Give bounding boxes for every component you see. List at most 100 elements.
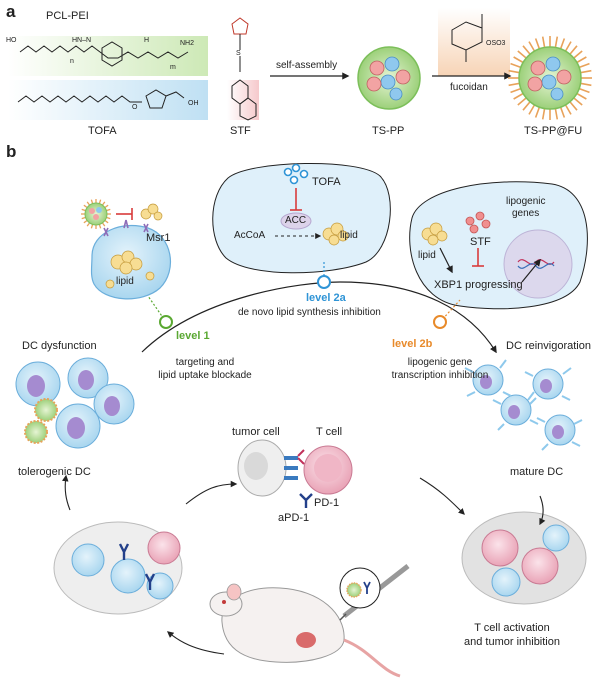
fucoidan-spike bbox=[559, 38, 566, 51]
fucoidan-spike bbox=[517, 96, 528, 106]
pcl-pei-band bbox=[8, 36, 208, 76]
fucoidan-spike bbox=[559, 105, 566, 118]
level2b-description-2: transcription inhibition bbox=[391, 370, 489, 381]
xbp1-label: XBP1 progressing bbox=[434, 279, 523, 291]
level2a-marker bbox=[317, 275, 331, 289]
fucoidan-spike bbox=[541, 36, 546, 49]
fucoidan-band bbox=[438, 8, 510, 76]
lipid-right-label: lipid bbox=[418, 250, 436, 261]
tolerogenic-dc-cluster bbox=[15, 357, 135, 449]
level2b-label: level 2b bbox=[392, 338, 433, 350]
dc-reinvigoration-label: DC reinvigoration bbox=[506, 340, 591, 352]
level-arc bbox=[141, 281, 497, 354]
fucoidan-spike bbox=[513, 56, 525, 64]
chem-h: H bbox=[144, 37, 150, 44]
fucoidan-spike bbox=[522, 100, 532, 111]
level1-nanoparticle bbox=[81, 199, 111, 229]
tumor-cell-label: tumor cell bbox=[232, 426, 280, 438]
fucoidan-spike bbox=[572, 96, 583, 106]
ts-pp-fu-label: TS-PP@FU bbox=[524, 125, 583, 137]
fucoidan-spike bbox=[510, 87, 523, 94]
fucoidan-spike bbox=[513, 92, 525, 100]
fucoidan-spike bbox=[554, 107, 559, 120]
lipid-left-label: lipid bbox=[116, 276, 134, 287]
panel-b-label: b bbox=[6, 142, 17, 161]
chem-oh: OH bbox=[188, 100, 199, 107]
fucoidan-spike bbox=[517, 50, 528, 60]
fucoidan-label: fucoidan bbox=[450, 82, 488, 93]
level2b-marker bbox=[433, 315, 447, 329]
fucoidan-spike bbox=[522, 45, 532, 56]
mature-dc-cluster bbox=[464, 359, 583, 451]
fucoidan-spike bbox=[572, 50, 583, 60]
fucoidan-spike bbox=[579, 69, 592, 74]
chem-n: n bbox=[70, 58, 74, 65]
level2b-description-1: lipogenic gene bbox=[407, 357, 473, 368]
level1-label: level 1 bbox=[176, 330, 210, 342]
fucoidan-spike bbox=[579, 82, 592, 87]
lipogenic-genes-label-1: lipogenic bbox=[506, 196, 546, 207]
t-activation-label-1: T cell activation bbox=[474, 622, 550, 634]
tofa-label: TOFA bbox=[88, 125, 117, 137]
level1-description-2: lipid uptake blockade bbox=[158, 370, 252, 381]
fucoidan-spike bbox=[510, 62, 523, 69]
mouse-illustration bbox=[209, 583, 401, 678]
cycle-arrow-right bbox=[539, 495, 546, 526]
level2a-label: level 2a bbox=[306, 292, 346, 304]
tolerogenic-dc-label: tolerogenic DC bbox=[18, 466, 91, 478]
ts-pp-fu-nanoparticle bbox=[508, 36, 592, 120]
level2a-description: de novo lipid synthesis inhibition bbox=[238, 307, 381, 318]
chem-o: O bbox=[132, 104, 138, 111]
t-activation-label-2: and tumor inhibition bbox=[463, 636, 560, 648]
fucoidan-spike bbox=[534, 38, 541, 51]
tumor-tissue-right bbox=[461, 511, 587, 605]
stf-structure bbox=[231, 17, 249, 35]
fucoidan-spike bbox=[534, 105, 541, 118]
fucoidan-spike bbox=[564, 41, 572, 53]
tofa-structure bbox=[17, 95, 142, 103]
chem-oso3: OSO3 bbox=[486, 40, 506, 47]
level1-dc-cell bbox=[90, 219, 172, 300]
fucoidan-spike bbox=[508, 69, 521, 74]
fucoidan-spike bbox=[554, 36, 559, 49]
fucoidan-spike bbox=[568, 45, 578, 56]
chem-s: S bbox=[236, 50, 241, 57]
pcl-pei-label: PCL-PEI bbox=[46, 10, 89, 22]
tumor-t-cell-interaction bbox=[237, 439, 353, 508]
self-assembly-label: self-assembly bbox=[276, 60, 338, 71]
lipid-top-label: lipid bbox=[340, 230, 358, 241]
chem-nh2: NH2 bbox=[180, 40, 195, 47]
tumor-tissue-left bbox=[53, 521, 183, 615]
fucoidan-spike bbox=[508, 82, 521, 87]
stf-label: STF bbox=[230, 125, 251, 137]
chem-m: m bbox=[170, 64, 176, 71]
fucoidan-spike bbox=[541, 107, 546, 120]
fucoidan-spike bbox=[528, 41, 536, 53]
mature-dc-label: mature DC bbox=[510, 466, 564, 478]
fucoidan-spike bbox=[577, 87, 590, 94]
cycle-arrow-right-top bbox=[419, 477, 465, 515]
cycle-arrow-bottom bbox=[166, 631, 225, 655]
ts-pp-label: TS-PP bbox=[372, 125, 405, 137]
lipogenic-genes-label-2: genes bbox=[512, 208, 540, 219]
fucoidan-spike bbox=[577, 62, 590, 69]
ts-pp-nanoparticle bbox=[357, 46, 421, 110]
acc-label: ACC bbox=[285, 215, 307, 226]
chem-ho: HO bbox=[6, 37, 17, 44]
tofa-inner-label: TOFA bbox=[312, 176, 341, 188]
level1-description-1: targeting and bbox=[175, 357, 235, 368]
fucoidan-spike bbox=[575, 92, 587, 100]
t-cell-label: T cell bbox=[316, 426, 343, 438]
fucoidan-spike bbox=[564, 103, 572, 115]
fucoidan-spike bbox=[528, 103, 536, 115]
cycle-arrow-top bbox=[185, 480, 238, 505]
pd1-label: PD-1 bbox=[314, 497, 340, 509]
pcl-pei-structure bbox=[19, 45, 189, 59]
apd1-label: aPD-1 bbox=[278, 512, 310, 524]
chem-hnn: HN–N bbox=[72, 37, 92, 44]
fucoidan-spike bbox=[575, 56, 587, 64]
msr1-label: Msr1 bbox=[146, 232, 171, 244]
level1-marker bbox=[159, 315, 173, 329]
dc-dysfunction-label: DC dysfunction bbox=[22, 340, 97, 352]
